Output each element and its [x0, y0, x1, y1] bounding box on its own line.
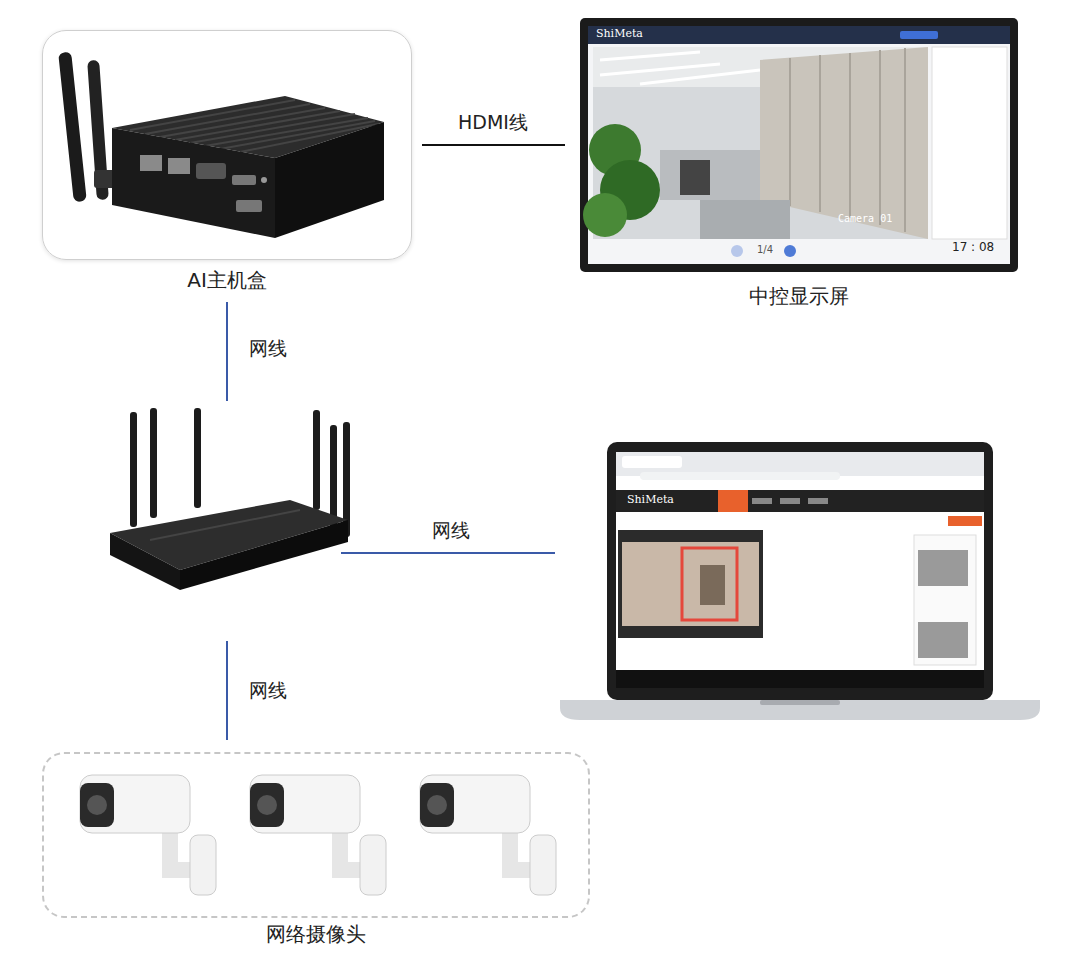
device-node: 网络摄像头: [42, 752, 590, 958]
cable-connector: [226, 302, 228, 401]
device-frame: [42, 752, 590, 918]
cable-label: 网线: [245, 679, 291, 702]
page-counter: 1/4: [757, 244, 773, 255]
device-label: AI主机盒: [42, 268, 412, 292]
screen-brand: ShiMeta: [627, 494, 674, 506]
clock-text: 17 : 08: [952, 241, 994, 254]
cable-label: HDMI线: [454, 111, 532, 134]
screen-brand: ShiMeta: [596, 28, 643, 40]
device-node: AI主机盒: [42, 30, 412, 302]
monitor-drawing: [580, 18, 1018, 272]
mini-pc-drawing: [58, 52, 384, 238]
device-label: 中控显示屏: [580, 284, 1018, 308]
device-node: 中控显示屏: [580, 18, 1018, 310]
camera-drawings: [80, 775, 556, 895]
router-drawing: [110, 408, 350, 590]
device-frame: [42, 30, 412, 260]
camera-caption: Camera 01: [838, 213, 892, 224]
device-node: 路由器: [105, 405, 355, 637]
laptop-drawing: [560, 442, 1040, 720]
cable-label: 网线: [428, 519, 474, 542]
device-label: 网络摄像头: [42, 922, 590, 946]
cable-connector: [341, 552, 555, 554]
cable-label: 网线: [245, 337, 291, 360]
cable-connector: [226, 641, 228, 740]
device-node: 电脑: [560, 440, 1040, 775]
cable-connector: [422, 144, 565, 146]
